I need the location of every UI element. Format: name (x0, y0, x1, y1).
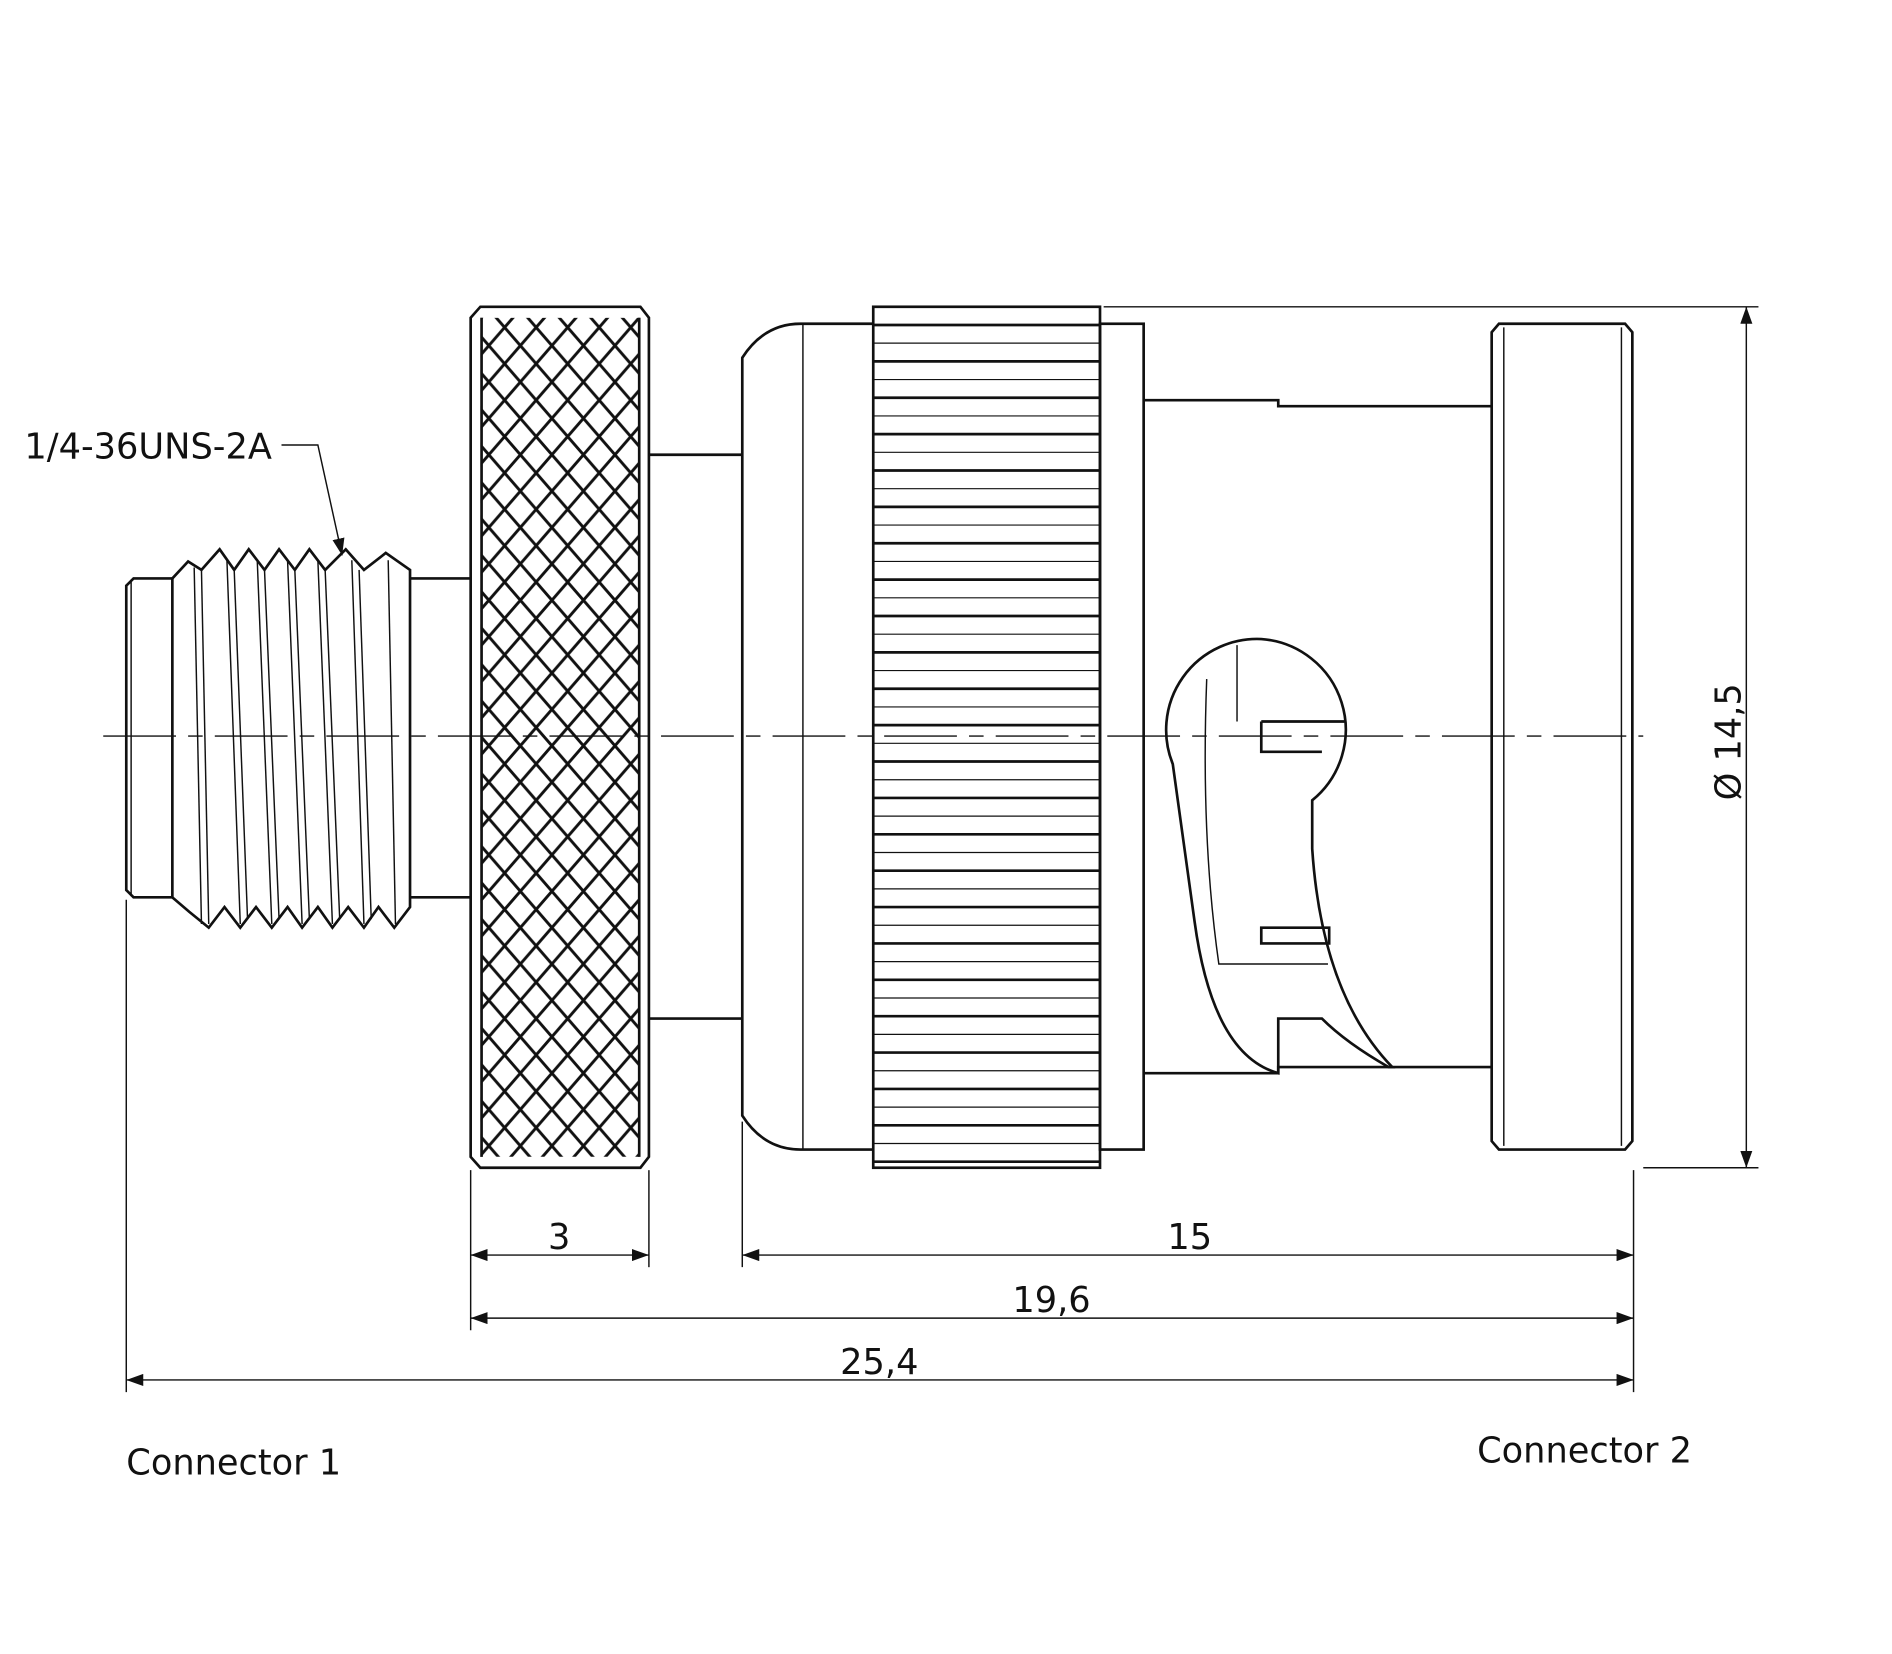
dimension-3: 3 (470, 1217, 649, 1262)
dimension-19-6: 19,6 (470, 1280, 1634, 1325)
diameter-label: Ø 14,5 (1708, 683, 1749, 800)
connector-2-body (740, 305, 1634, 1170)
thread-callout: 1/4-36UNS-2A (24, 426, 271, 467)
dimension-25-4: 25,4 (126, 1342, 1634, 1387)
svg-text:3: 3 (548, 1217, 570, 1258)
svg-text:19,6: 19,6 (1012, 1280, 1090, 1321)
ribbed-nut-grooves (873, 323, 1101, 1164)
connector-1-body (124, 547, 471, 930)
diameter-dimension: Ø 14,5 (1103, 306, 1759, 1169)
connector-2-label: Connector 2 (1477, 1430, 1692, 1471)
dimension-15: 15 (742, 1217, 1634, 1262)
svg-text:25,4: 25,4 (840, 1342, 918, 1383)
connector-1-label: Connector 1 (126, 1443, 341, 1484)
svg-text:15: 15 (1167, 1217, 1212, 1258)
bayonet-slot (1164, 637, 1396, 1075)
knurled-coupling-nut (469, 305, 651, 1170)
